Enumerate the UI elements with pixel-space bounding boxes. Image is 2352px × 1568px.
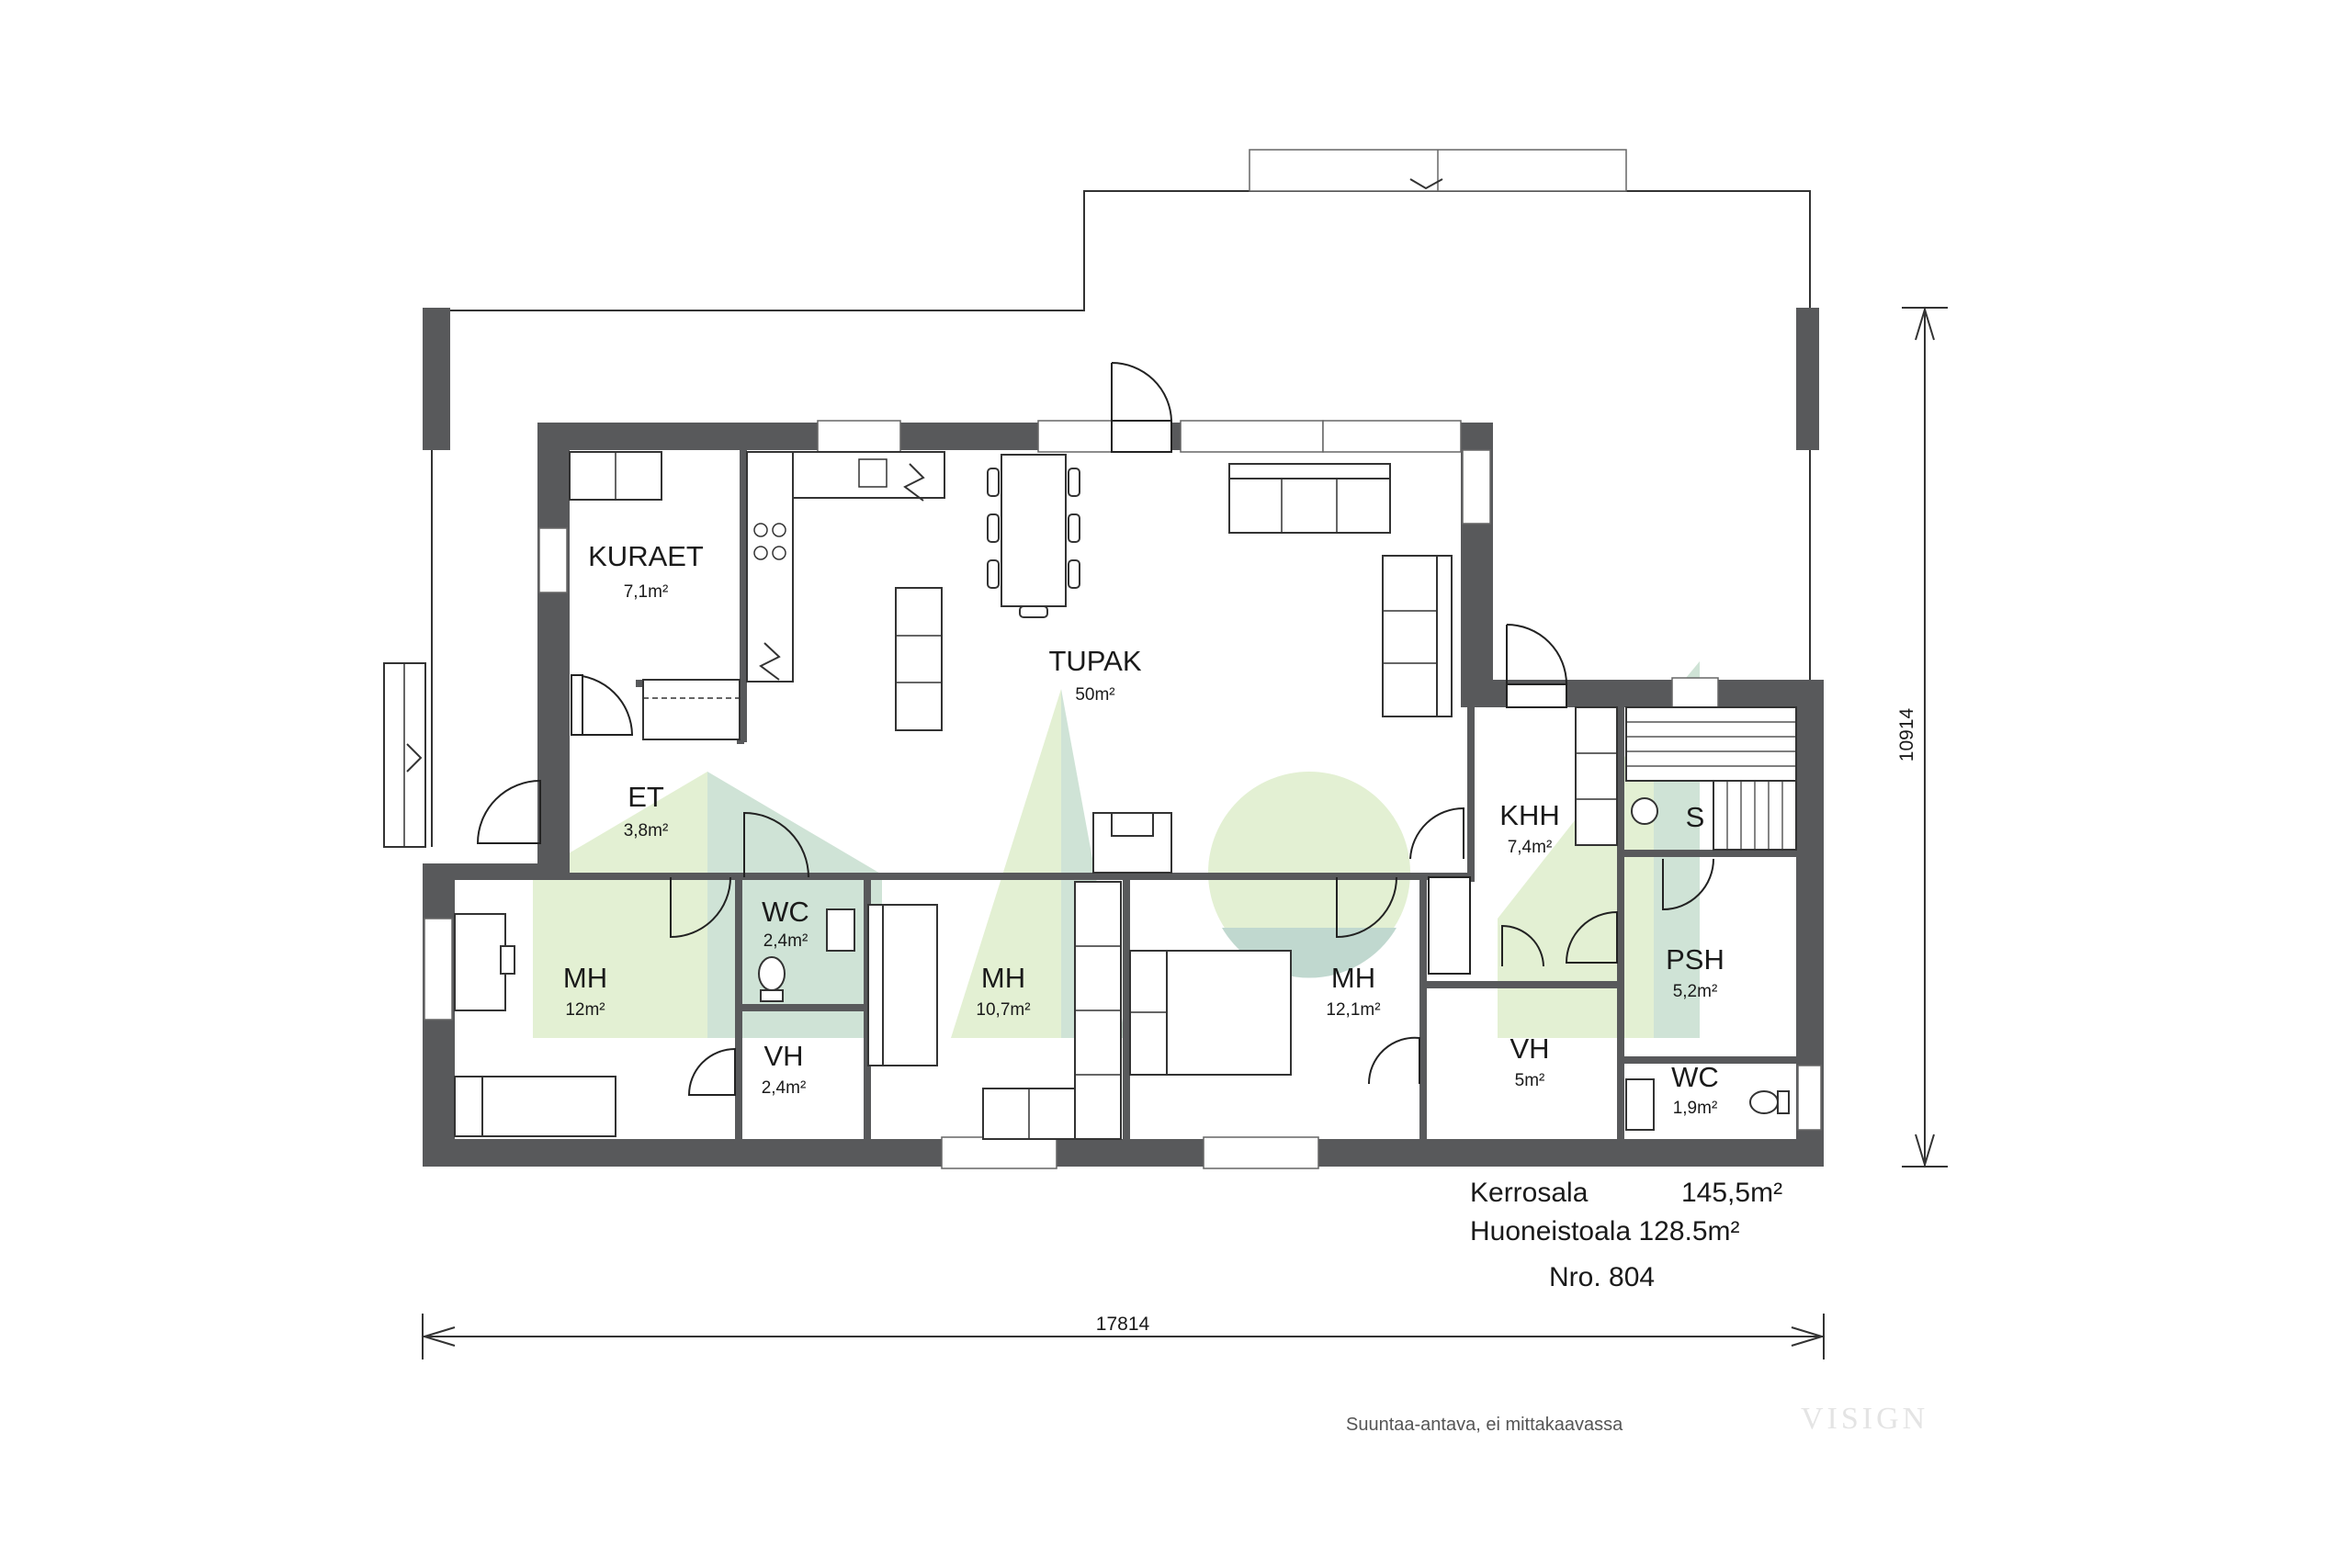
furniture xyxy=(454,451,1797,1140)
room-labels: KURAET 7,1m² TUPAK 50m² ET 3,8m² WC 2,4m… xyxy=(563,540,1724,1118)
room-area-vh2: 5m² xyxy=(1515,1071,1545,1090)
room-name-kuraet: KURAET xyxy=(588,540,704,572)
room-name-khh: KHH xyxy=(1499,799,1559,831)
room-name-psh: PSH xyxy=(1666,943,1724,976)
plan-number: Nro. 804 xyxy=(1549,1262,1655,1292)
room-name-et: ET xyxy=(628,781,664,813)
kerrosala-value: 145,5m² xyxy=(1681,1178,1782,1208)
room-area-mh3: 12,1m² xyxy=(1326,1000,1380,1020)
room-area-vh1: 2,4m² xyxy=(762,1078,807,1098)
room-area-wc2: 1,9m² xyxy=(1673,1099,1718,1118)
height-dimension: 10914 xyxy=(1896,707,1917,761)
room-area-kuraet: 7,1m² xyxy=(624,582,669,602)
room-name-vh2: VH xyxy=(1510,1032,1549,1065)
room-name-tupak: TUPAK xyxy=(1048,645,1141,677)
room-name-wc2: WC xyxy=(1671,1061,1719,1093)
room-area-mh1: 12m² xyxy=(565,1000,605,1020)
room-name-mh1: MH xyxy=(563,962,607,994)
disclaimer-note: Suuntaa-antava, ei mittakaavassa xyxy=(1346,1415,1623,1435)
room-name-mh2: MH xyxy=(981,962,1025,994)
room-area-khh: 7,4m² xyxy=(1508,838,1553,857)
room-area-et: 3,8m² xyxy=(624,821,669,840)
room-area-mh2: 10,7m² xyxy=(976,1000,1030,1020)
room-name-mh3: MH xyxy=(1331,962,1375,994)
room-name-wc1: WC xyxy=(762,896,809,928)
kerrosala-label: Kerrosala xyxy=(1470,1178,1589,1208)
watermark-logo: VISIGN xyxy=(1801,1402,1928,1436)
room-area-tupak: 50m² xyxy=(1075,685,1114,705)
windows xyxy=(424,420,1822,1169)
huoneistoala: Huoneistoala 128.5m² xyxy=(1470,1216,1740,1247)
doors xyxy=(476,362,1714,1096)
room-area-wc1: 2,4m² xyxy=(763,931,808,951)
room-area-psh: 5,2m² xyxy=(1673,982,1718,1001)
area-summary: Kerrosala 145,5m² Huoneistoala 128.5m² N… xyxy=(1470,1178,1782,1292)
room-name-s: S xyxy=(1686,801,1705,833)
dimension-lines xyxy=(421,306,1948,1359)
width-dimension: 17814 xyxy=(1096,1314,1150,1335)
room-name-vh1: VH xyxy=(763,1040,803,1072)
